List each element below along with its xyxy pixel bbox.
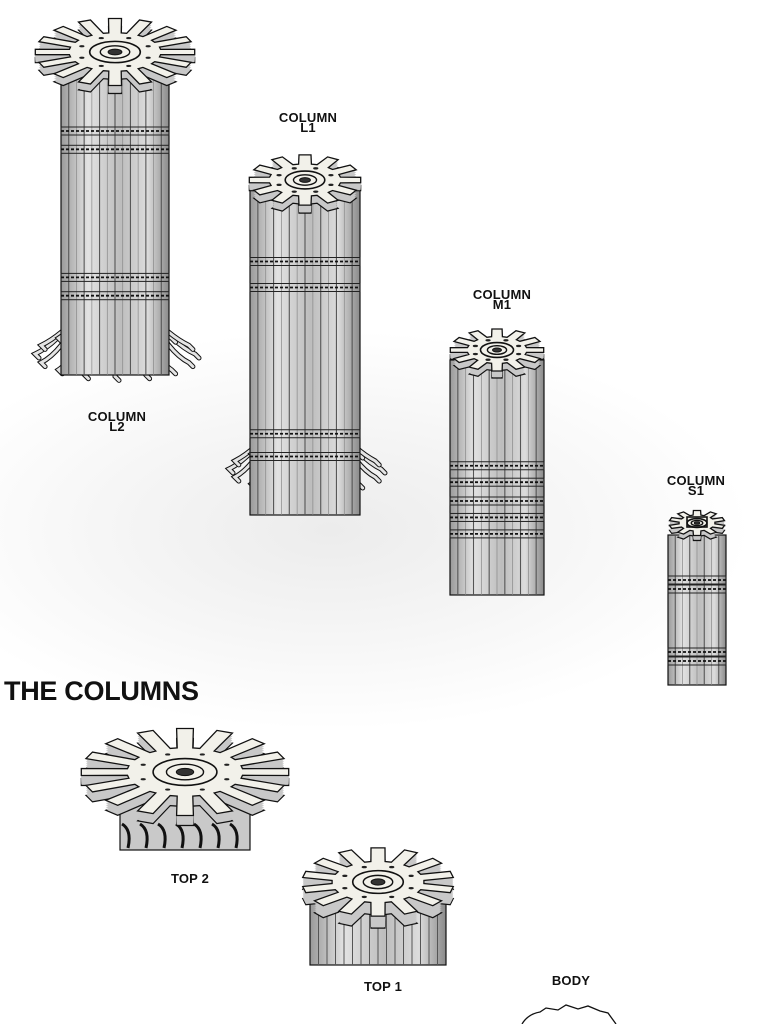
top-1 <box>301 847 455 966</box>
top-2 <box>80 727 290 851</box>
column-l2 <box>30 17 202 383</box>
body <box>521 1004 617 1024</box>
column-s1 <box>667 509 727 686</box>
column-m1 <box>449 328 545 596</box>
top-1-label: TOP 1 <box>363 979 403 994</box>
top-2-label: TOP 2 <box>170 871 210 886</box>
column-l1 <box>224 154 388 516</box>
page-title: THE COLUMNS <box>4 676 199 706</box>
body-label: BODY <box>551 973 591 988</box>
